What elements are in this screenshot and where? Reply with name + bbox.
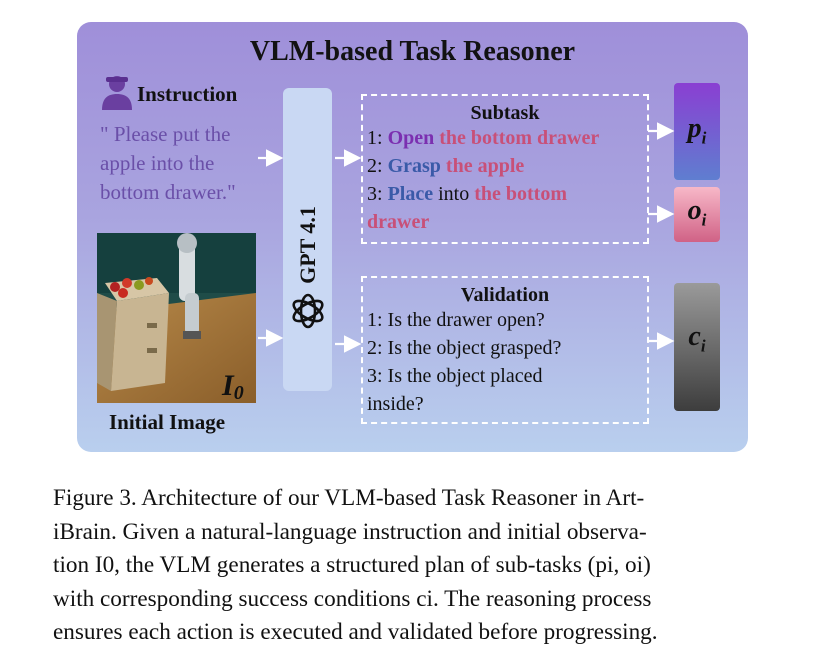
validation-box: Validation — [361, 276, 649, 424]
caption-line: tion I0, the VLM generates a structured … — [53, 552, 651, 578]
validation-title: Validation — [460, 284, 550, 306]
subtask-segment: Open — [387, 127, 435, 149]
output-p-label: pi — [687, 113, 707, 148]
subtask-segment: the bottom drawer — [439, 127, 600, 149]
subtask-segment: Grasp — [387, 155, 441, 177]
validation-line: 1: Is the drawer open? — [367, 309, 545, 331]
initial-image: I0 — [97, 233, 256, 403]
caption-line: ensures each action is executed and vali… — [53, 619, 658, 645]
subtask-segment: the bottom — [474, 183, 567, 205]
output-c-block: ci — [674, 283, 720, 411]
figure-caption: Figure 3. Architecture of our VLM-based … — [53, 482, 764, 650]
subtask-segment: into — [433, 183, 475, 205]
diagram-title: VLM-based Task Reasoner — [249, 36, 576, 67]
person-icon — [102, 76, 132, 110]
caption-line: with corresponding success conditions ci… — [53, 585, 652, 612]
caption-line: iBrain. Given a natural-language instruc… — [53, 518, 647, 545]
subtask-line: 3: Place into the bottom — [367, 183, 567, 206]
output-p-block: pi — [674, 83, 720, 180]
subtask-segment: the apple — [445, 155, 525, 177]
instruction-line: apple into the — [100, 151, 215, 175]
subtask-segment: 3: — [367, 183, 388, 205]
output-o-block: oi — [674, 187, 720, 242]
gpt-model-label: GPT 4.1 — [294, 206, 320, 284]
instruction-text: " Please put the apple into the bottom d… — [100, 120, 265, 207]
subtask-segment: 1: — [367, 127, 388, 149]
caption-line: Figure 3. Architecture of our VLM-based … — [53, 485, 645, 511]
instruction-line: bottom drawer." — [100, 180, 236, 204]
subtask-line: 2: Grasp the apple — [367, 155, 524, 178]
subtask-segment: drawer — [367, 211, 430, 233]
subtask-box: Subtask — [361, 94, 649, 244]
gpt-label-wrap: GPT 4.1 — [285, 190, 330, 300]
instruction-line: " Please put the — [100, 122, 231, 146]
output-c-label: ci — [688, 321, 706, 356]
subtask-segment: Place — [387, 183, 434, 205]
subtask-line: drawer — [367, 211, 429, 234]
initial-image-label: Initial Image — [109, 410, 226, 434]
validation-line: 3: Is the object placed — [367, 365, 543, 387]
subtask-line: 1: Open the bottom drawer — [367, 127, 599, 150]
output-o-label: oi — [687, 195, 707, 230]
instruction-label: Instruction — [137, 82, 238, 106]
subtask-segment: 2: — [367, 155, 388, 177]
validation-line: inside? — [367, 393, 424, 415]
initial-image-symbol: I0 — [221, 369, 244, 403]
validation-line: 2: Is the object grasped? — [367, 337, 562, 359]
subtask-title: Subtask — [470, 102, 540, 124]
openai-logo-icon — [292, 293, 324, 329]
gpt-model-block — [283, 88, 332, 391]
